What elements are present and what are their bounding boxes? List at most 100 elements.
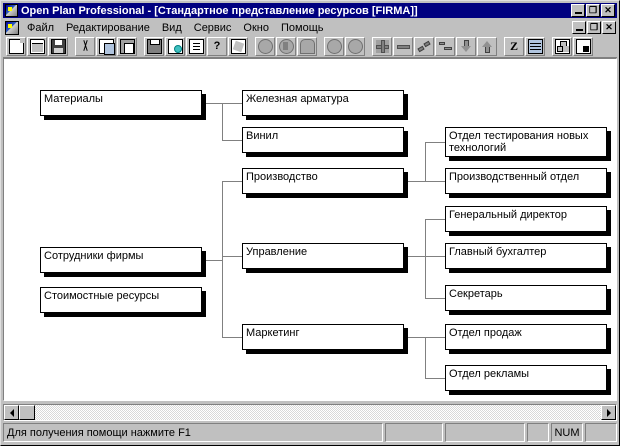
cut-scissors-icon: [78, 40, 92, 53]
resource-circle3-icon: [347, 39, 363, 54]
org-chart-button[interactable]: [552, 37, 572, 56]
title-bar: Open Plan Professional - [Стандартное пр…: [3, 3, 617, 18]
menu-item-tools[interactable]: Сервис: [193, 21, 232, 34]
resource-node-sekretar[interactable]: Секретарь: [445, 285, 607, 311]
resource-node-sotrudniki[interactable]: Сотрудники фирмы: [40, 247, 202, 273]
resource-person-button[interactable]: [276, 37, 296, 56]
copy-button[interactable]: [96, 37, 116, 56]
connector-line: [425, 256, 445, 257]
status-pane-2: [445, 423, 525, 442]
save-disk-button[interactable]: [48, 37, 68, 56]
document-icon[interactable]: [5, 20, 19, 35]
step-button[interactable]: [435, 37, 455, 56]
scroll-left-button[interactable]: [4, 405, 19, 420]
close-button[interactable]: ✕: [601, 4, 615, 17]
menu-item-window[interactable]: Окно: [243, 21, 269, 34]
resource-node-label: Сотрудники фирмы: [44, 250, 144, 262]
save-disk-icon: [50, 39, 66, 54]
menu-item-view[interactable]: Вид: [161, 21, 182, 34]
scrollbar-track[interactable]: [35, 405, 601, 420]
resource-node-proizv-otdel[interactable]: Производственный отдел: [445, 168, 607, 194]
connector-line: [425, 378, 445, 379]
resource-node-otdel-testirov[interactable]: Отдел тестирования новых технологий: [445, 127, 607, 157]
move-down-button[interactable]: [456, 37, 476, 56]
paste-button[interactable]: [117, 37, 137, 56]
horizontal-scrollbar[interactable]: [3, 404, 617, 421]
resource-node-label: Производственный отдел: [449, 171, 580, 183]
resource-node-gen-direktor[interactable]: Генеральный директор: [445, 206, 607, 232]
document-minimize-button[interactable]: [572, 21, 586, 34]
resource-node-otdel-prodazh[interactable]: Отдел продаж: [445, 324, 607, 350]
connector-line: [404, 181, 425, 182]
status-pane-1: [385, 423, 443, 442]
resource-circle3-button[interactable]: [345, 37, 365, 56]
zigzag-button[interactable]: Z: [504, 37, 524, 56]
document-restore-button[interactable]: ❐: [587, 21, 601, 34]
close-icon: ✕: [604, 5, 612, 15]
resource-node-vinil[interactable]: Винил: [242, 127, 404, 153]
wizard-button[interactable]: [228, 37, 248, 56]
document-window-controls: ❐ ✕: [572, 21, 616, 34]
scroll-right-button[interactable]: [601, 405, 616, 420]
move-up-button[interactable]: [477, 37, 497, 56]
menu-item-edit[interactable]: Редактирование: [66, 21, 150, 34]
connector-line: [222, 337, 242, 338]
resource-dome-button[interactable]: [297, 37, 317, 56]
scrollbar-thumb[interactable]: [19, 405, 35, 420]
connector-line: [202, 260, 222, 261]
resource-node-label: Винил: [246, 130, 279, 142]
resource-node-label: Стоимостные ресурсы: [44, 290, 160, 302]
restore-button[interactable]: ❐: [586, 4, 600, 17]
toolbar: ?Z: [3, 36, 617, 58]
org-chart-icon: [554, 39, 570, 54]
add-plus-icon: [375, 40, 389, 53]
menu-bar: Файл Редактирование Вид Сервис Окно Помо…: [3, 19, 617, 36]
resource-node-upravlenie[interactable]: Управление: [242, 243, 404, 269]
minimize-button[interactable]: [571, 4, 585, 17]
link-button[interactable]: [414, 37, 434, 56]
sort-icon: [188, 39, 204, 54]
cut-scissors-button[interactable]: [75, 37, 95, 56]
connector-line: [404, 256, 425, 257]
step-icon: [438, 40, 452, 53]
resource-node-materialy[interactable]: Материалы: [40, 90, 202, 116]
connector-line: [202, 103, 222, 104]
connector-line: [222, 103, 242, 104]
chevron-right-icon: [606, 408, 611, 417]
zoom-selection-button[interactable]: [573, 37, 593, 56]
add-plus-button[interactable]: [372, 37, 392, 56]
chevron-left-icon: [9, 408, 14, 417]
print-button[interactable]: [144, 37, 164, 56]
resource-node-gl-buhgalter[interactable]: Главный бухгалтер: [445, 243, 607, 269]
resource-node-label: Отдел рекламы: [449, 368, 530, 380]
resource-node-armatura[interactable]: Железная арматура: [242, 90, 404, 116]
table-view-button[interactable]: [525, 37, 545, 56]
resource-node-otdel-reklamy[interactable]: Отдел рекламы: [445, 365, 607, 391]
remove-minus-button[interactable]: [393, 37, 413, 56]
resource-node-label: Железная арматура: [246, 93, 349, 105]
wizard-icon: [230, 39, 246, 54]
connector-line: [222, 140, 242, 141]
document-close-button[interactable]: ✕: [602, 21, 616, 34]
resource-node-stoimost[interactable]: Стоимостные ресурсы: [40, 287, 202, 313]
resource-circle-button[interactable]: [255, 37, 275, 56]
help-question-button[interactable]: ?: [207, 37, 227, 56]
connector-line: [404, 337, 425, 338]
open-folder-button[interactable]: [27, 37, 47, 56]
resource-node-marketing[interactable]: Маркетинг: [242, 324, 404, 350]
connector-line: [425, 337, 445, 338]
resource-circle2-button[interactable]: [324, 37, 344, 56]
connector-line: [425, 337, 426, 378]
connector-line: [425, 142, 445, 143]
zigzag-icon: Z: [509, 39, 518, 53]
print-preview-button[interactable]: [165, 37, 185, 56]
resource-node-proizvodstvo[interactable]: Производство: [242, 168, 404, 194]
connector-line: [222, 260, 223, 337]
sort-button[interactable]: [186, 37, 206, 56]
resource-node-label: Отдел тестирования новых технологий: [449, 130, 589, 154]
menu-item-help[interactable]: Помощь: [280, 21, 324, 34]
menu-item-file[interactable]: Файл: [27, 21, 55, 34]
new-file-button[interactable]: [6, 37, 26, 56]
